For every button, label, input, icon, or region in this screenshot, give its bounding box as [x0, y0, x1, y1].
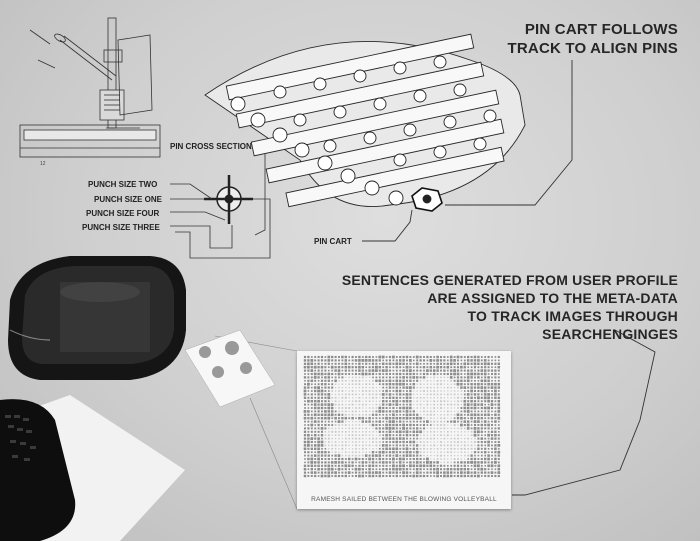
callout-leaders [362, 60, 656, 496]
pin-cart-callout-line-1: PIN CART FOLLOWS [524, 21, 678, 38]
keyboard-pad [0, 399, 76, 541]
pin-cart-label: PIN CART [314, 237, 352, 246]
sentences-callout-line-3: TO TRACK IMAGES THROUGH [467, 308, 678, 324]
sentences-callout-line-2: ARE ASSIGNED TO THE META-DATA [427, 290, 678, 306]
svg-text:12: 12 [40, 161, 46, 167]
patent-drawing: 12 [19, 17, 161, 167]
punch-card-enlarged: RAMESH SAILED BETWEEN THE BLOWING VOLLEY… [297, 351, 511, 509]
pin-cart-track [204, 33, 526, 212]
punch-size-two-label: PUNCH SIZE TWO [88, 180, 158, 189]
punch-size-four-label: PUNCH SIZE FOUR [86, 209, 160, 218]
punch-size-three-label: PUNCH SIZE THREE [82, 223, 160, 232]
pin-cart-callout-line-2: TRACK TO ALIGN PINS [507, 40, 678, 57]
small-punch-card [184, 329, 276, 408]
punch-card-caption: RAMESH SAILED BETWEEN THE BLOWING VOLLEY… [311, 496, 497, 503]
pin-cross-section-label: PIN CROSS SECTION [170, 142, 252, 151]
sentences-callout-line-4: SEARCHENGINGES [542, 326, 678, 342]
punch-card-grid [303, 355, 501, 478]
sentences-callout-line-1: SENTENCES GENERATED FROM USER PROFILE [341, 272, 678, 288]
pin-cross-section-symbol [204, 175, 253, 224]
sentences-callout: SENTENCES GENERATED FROM USER PROFILE AR… [342, 271, 678, 343]
pin-cart-callout: PIN CART FOLLOWS TRACK TO ALIGN PINS [508, 20, 678, 58]
punch-size-one-label: PUNCH SIZE ONE [94, 195, 163, 204]
scanner-device [8, 256, 186, 380]
